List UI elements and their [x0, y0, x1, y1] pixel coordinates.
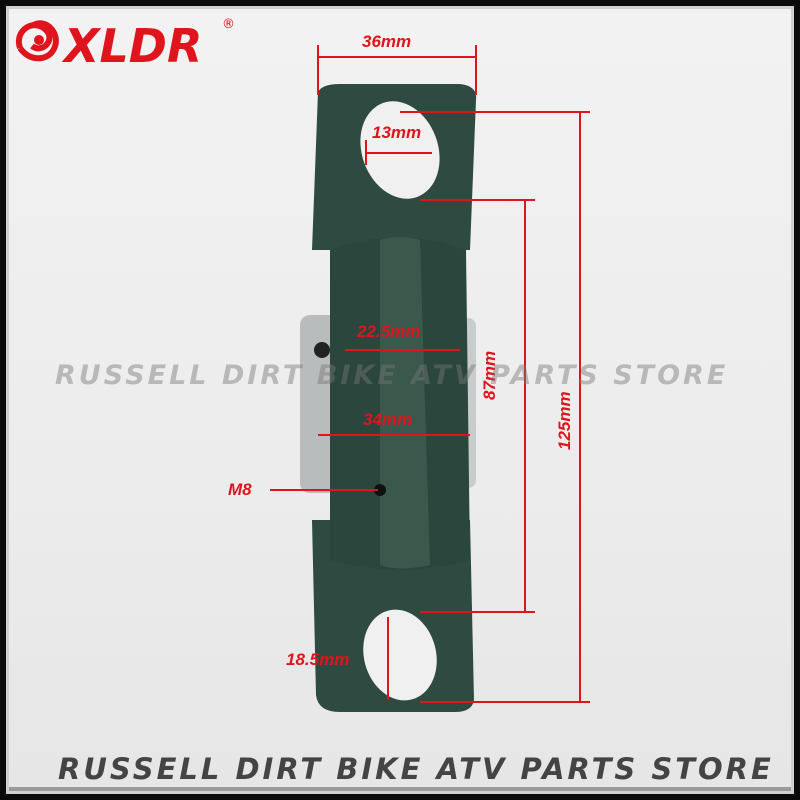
dimension-13mm: 13mm: [372, 123, 422, 142]
svg-text:®: ®: [222, 17, 235, 32]
watermark-bottom: RUSSELL DIRT BIKE ATV PARTS STORE: [58, 752, 774, 786]
dimension-lines: [270, 45, 590, 703]
dimension-34mm: 34mm: [363, 410, 413, 429]
dimension-125mm: 125mm: [555, 391, 574, 450]
bottom-divider: [9, 787, 791, 791]
svg-text:XLDR: XLDR: [61, 19, 202, 70]
dimension-22-5mm: 22.5mm: [357, 322, 421, 341]
dimension-m8: M8: [228, 480, 252, 499]
dimension-36mm: 36mm: [362, 32, 412, 51]
dimension-18-5mm: 18.5mm: [286, 650, 350, 669]
brand-logo: XLDR ®: [15, 17, 235, 70]
watermark-middle: RUSSELL DIRT BIKE ATV PARTS STORE: [55, 360, 729, 391]
